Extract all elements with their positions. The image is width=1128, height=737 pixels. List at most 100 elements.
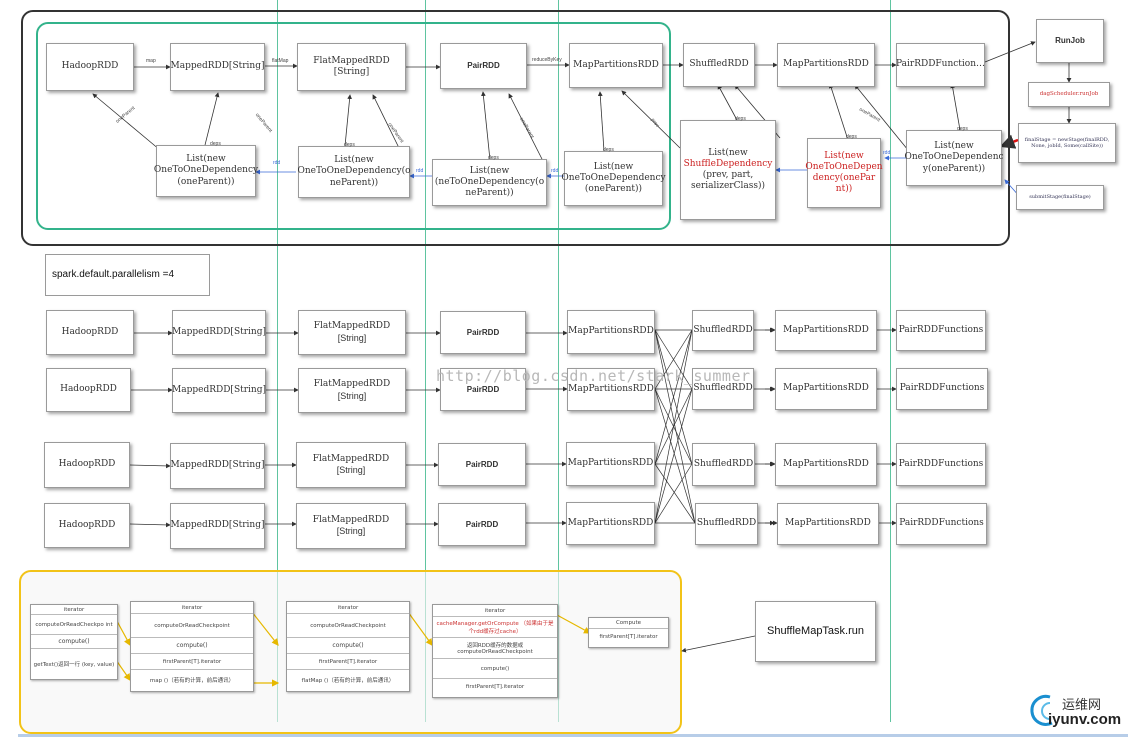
node-label: finalStage = newStage(finalRDD, None, jo… [1024, 136, 1110, 149]
shuffled-rdd-node: ShuffledRDD [692, 443, 755, 486]
list-line: List(new [186, 154, 226, 165]
submit-stage-node: submitStage(finalStage) [1016, 185, 1104, 210]
run-job-node: RunJob [1036, 19, 1104, 63]
list-line: serializerClass)) [690, 181, 765, 192]
iterator-row: firstParent[T].iterator [131, 654, 253, 670]
node-label: ShuffleMapTask.run [766, 624, 865, 637]
node-label: [String] [336, 465, 366, 475]
pair-rdd-functions-node: PairRDDFunction… [896, 43, 985, 87]
mappartitions-rdd-node: MapPartitionsRDD [569, 43, 663, 88]
iterator-row: 返回RDD缓存的数据或 computeOrReadCheckpoint [433, 638, 557, 659]
logo-swoosh-icon [1030, 694, 1053, 726]
pair-rdd-node: PairRDD [440, 43, 527, 89]
pair-rdd-node: PairRDD [438, 443, 526, 486]
node-label: HadoopRDD [60, 384, 117, 395]
iterator-stack-2: iterator computeOrReadCheckpoint compute… [130, 601, 254, 692]
node-label: [String] [337, 332, 367, 343]
hadoop-rdd-node: HadoopRDD [46, 310, 134, 355]
iterator-row: flatMap ()（若有的计算，前后通讯） [301, 677, 395, 684]
list-line: (prev, part, [702, 170, 754, 180]
iterator-row: getText()返回一行 (key, value) [33, 661, 115, 668]
node-label: PairRDD [467, 61, 500, 70]
iterator-row: computeOrReadCheckpo int [31, 615, 117, 635]
bottom-border [18, 734, 1128, 737]
list-line: List(new [708, 147, 748, 158]
iterator-row: iterator [433, 605, 557, 617]
node-label: FlatMappedRDD [312, 453, 390, 464]
edge-label-rdd: rdd [551, 168, 559, 174]
node-label: HadoopRDD [58, 519, 116, 530]
pair-rdd-node: PairRDD [440, 368, 526, 411]
shuffle-dependency-list: List(new ShuffleDependency (prev, part, … [680, 120, 776, 220]
edge-label-map: map [146, 58, 156, 64]
edge-label-rdd: rdd [883, 150, 891, 156]
iterator-row: firstParent[T].iterator [287, 654, 409, 670]
iterator-row: compute() [31, 635, 117, 649]
node-label: HadoopRDD [61, 61, 119, 72]
iterator-row: compute() [287, 638, 409, 654]
final-stage-node: finalStage = newStage(finalRDD, None, jo… [1018, 123, 1116, 163]
node-label: MapPartitionsRDD [783, 324, 869, 335]
edge-label-deps: deps [344, 142, 355, 148]
list-line: List(new [824, 150, 864, 161]
node-label: FlatMappedRDD [String] [313, 55, 390, 77]
node-label: ShuffledRDD [689, 59, 749, 70]
list-line: OneToOneDependenc [904, 152, 1004, 163]
flatmapped-rdd-node: FlatMappedRDD [String] [297, 43, 406, 91]
node-label: MappedRDD[String] [170, 460, 265, 471]
iterator-row: compute() [131, 638, 253, 654]
mappartitions-rdd-2-node: MapPartitionsRDD [775, 310, 877, 351]
node-label: PairRDDFunctions [898, 458, 984, 469]
node-label: RunJob [1055, 36, 1085, 45]
mapped-rdd-node: MappedRDD[String] [172, 310, 266, 355]
parallelism-note: spark.default.parallelism =4 [45, 254, 210, 296]
node-label: PairRDD [466, 327, 500, 337]
mappartitions-rdd-node: MapPartitionsRDD [567, 310, 655, 354]
list-line: OneToOneDependency(o [297, 166, 411, 177]
iterator-row: iterator [287, 602, 409, 614]
hadoop-rdd-node: HadoopRDD [44, 503, 130, 548]
iterator-row: iterator [131, 602, 253, 614]
mapped-rdd-node: MappedRDD[String] [170, 443, 265, 489]
iterator-stack-4: iterator cacheManager.getOrCompute （如果由于… [432, 604, 558, 698]
mappartitions-rdd-node: MapPartitionsRDD [567, 368, 655, 411]
node-label: [String] [337, 390, 367, 401]
hadoop-rdd-node: HadoopRDD [44, 442, 130, 488]
node-label: PairRDD [466, 384, 500, 394]
iterator-stack-1: iterator computeOrReadCheckpo int comput… [30, 604, 118, 680]
node-label: MappedRDD[String] [170, 520, 265, 531]
edge-label-deps: deps [735, 116, 746, 122]
node-label: HadoopRDD [61, 326, 119, 337]
compute-stack: Compute firstParent[T].iterator [588, 617, 669, 648]
edge-label-flatmap: flatMap [272, 58, 289, 64]
list-line: OneToOneDepen [805, 161, 883, 172]
mappartitions-rdd-2-node: MapPartitionsRDD [777, 503, 879, 545]
flatmapped-rdd-node: FlatMappedRDD[String] [298, 310, 406, 355]
node-label: MapPartitionsRDD [783, 383, 869, 394]
list-line: OneToOneDependency [561, 172, 666, 183]
node-label: MapPartitionsRDD [783, 59, 869, 70]
dependency-list-7: List(new OneToOneDependenc y(oneParent)) [904, 130, 1004, 186]
node-label: PairRDD [465, 459, 499, 469]
iterator-row: firstParent[T].iterator [599, 634, 658, 640]
list-line: neParent)) [329, 177, 379, 188]
dependency-list-1: List(new OneToOneDependency (oneParent)) [154, 145, 258, 197]
dependency-list-2: List(new OneToOneDependency(o neParent)) [297, 146, 411, 198]
node-label: FlatMappedRDD [313, 321, 391, 332]
node-label: [String] [336, 526, 366, 536]
list-line: List(new [334, 155, 374, 166]
list-line: neParent)) [465, 188, 514, 199]
node-label: ShuffledRDD [693, 324, 753, 335]
node-label: MapPartitionsRDD [568, 383, 654, 394]
node-label: MapPartitionsRDD [567, 517, 654, 528]
iterator-row: computeOrReadCheckpoint [287, 614, 409, 638]
dependency-list-3: List(new (neToOneDependency(o neParent)) [432, 159, 547, 206]
watermark-text: http://blog.csdn.net/stark_summer [436, 367, 751, 385]
shuffled-rdd-node: ShuffledRDD [695, 503, 758, 545]
shuffled-rdd-node: ShuffledRDD [692, 368, 754, 410]
parallelism-text: spark.default.parallelism =4 [52, 268, 175, 280]
pair-rdd-functions-node: PairRDDFunctions [896, 368, 988, 410]
node-label: MapPartitionsRDD [573, 59, 659, 70]
edge-label-deps: deps [846, 134, 857, 140]
